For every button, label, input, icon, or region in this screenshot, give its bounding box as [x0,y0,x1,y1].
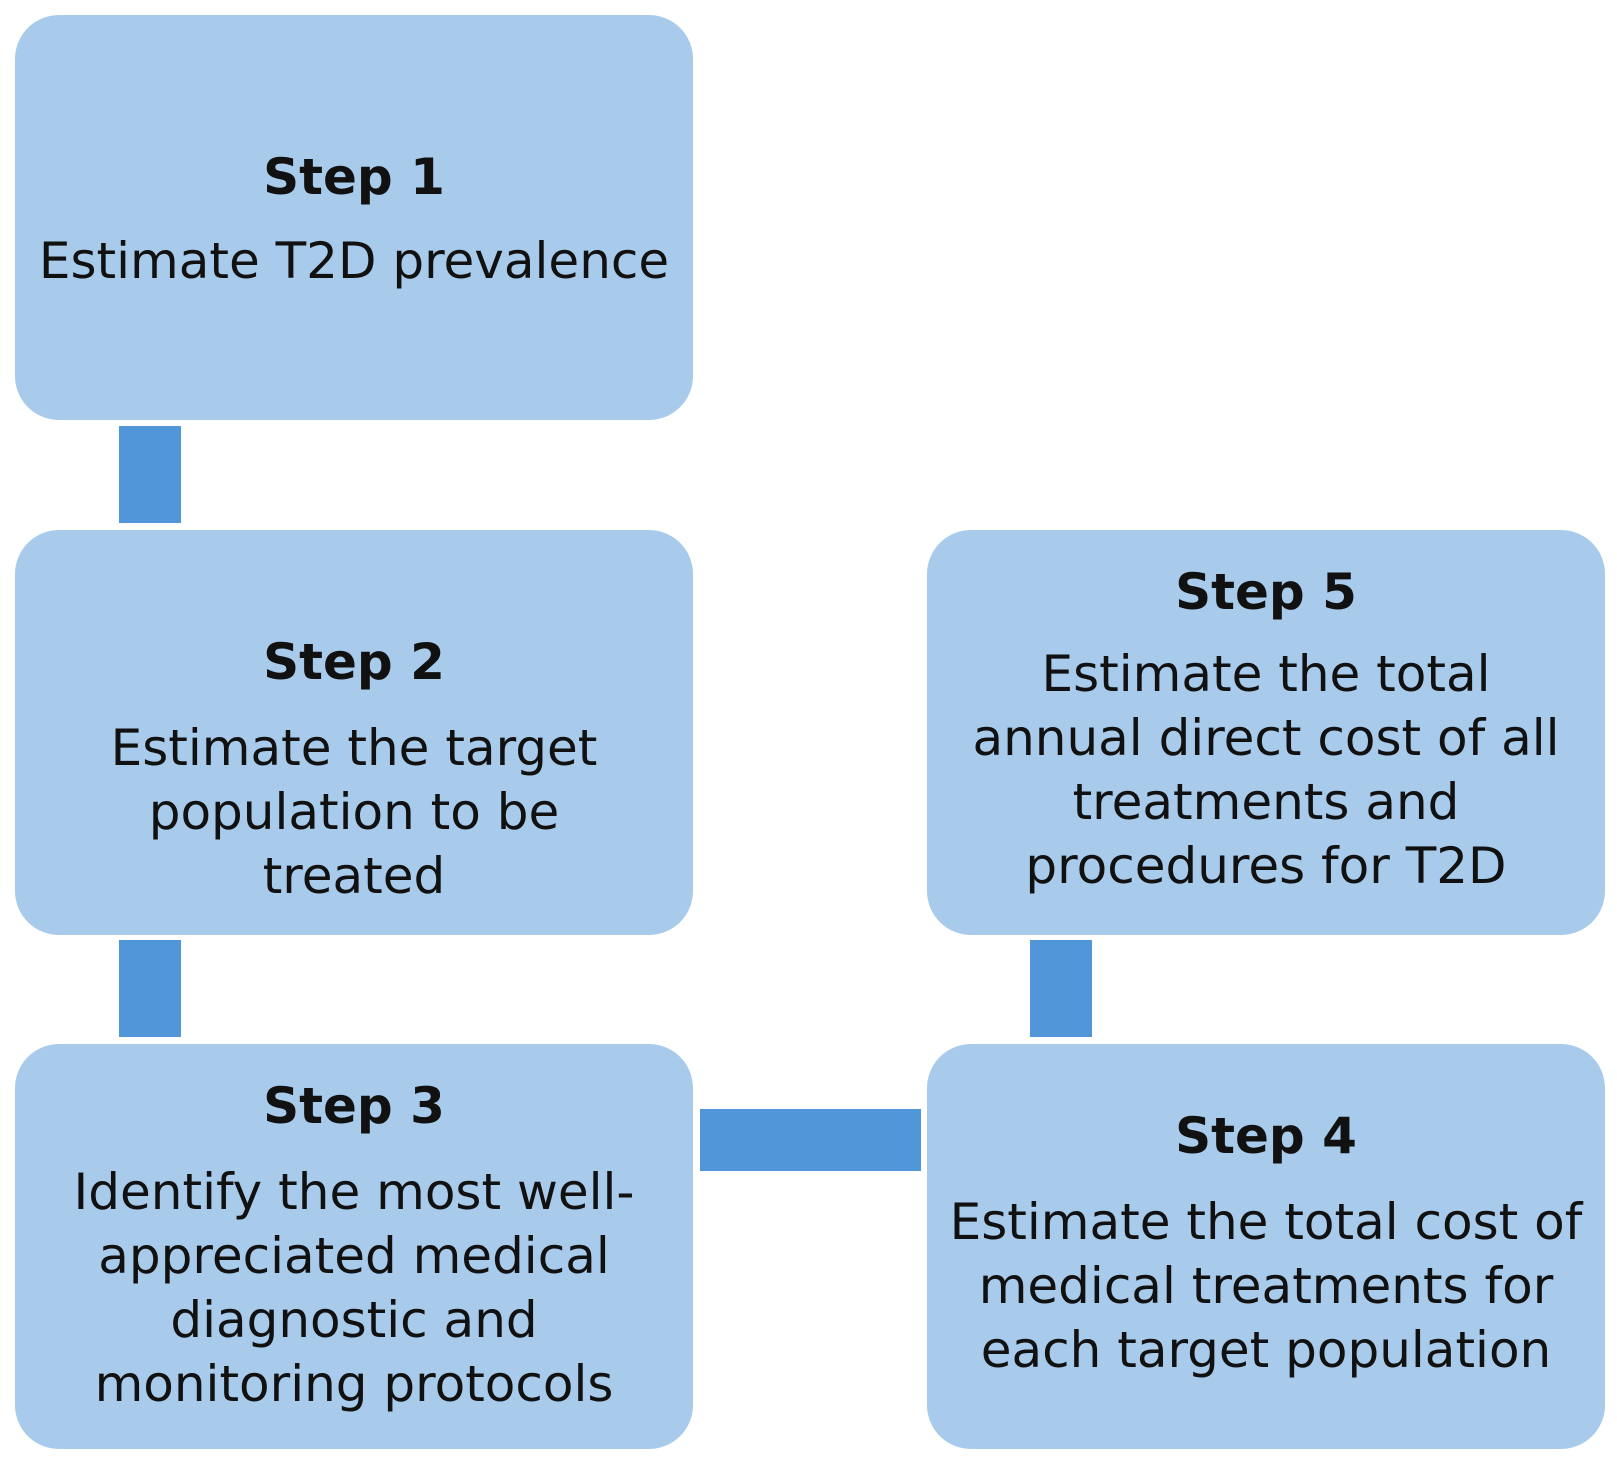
step-5-box: Step 5 Estimate the total annual direct … [927,530,1605,935]
connector-step4-step5 [1030,940,1092,1037]
step-1-title: Step 1 [263,148,445,206]
step-4-box: Step 4 Estimate the total cost of medica… [927,1044,1605,1449]
connector-step3-step4 [700,1109,921,1171]
step-5-title: Step 5 [1175,563,1357,621]
step-3-box: Step 3 Identify the most well-appreciate… [15,1044,693,1449]
step-2-description: Estimate the target population to be tre… [110,719,598,905]
step-5-description: Estimate the total annual direct cost of… [972,645,1560,895]
step-4-title: Step 4 [1175,1107,1357,1165]
step-3-description: Identify the most well-appreciated medic… [73,1163,635,1413]
step-2-title: Step 2 [263,633,445,691]
connector-step1-step2 [119,426,181,523]
step-1-box: Step 1 Estimate T2D prevalence [15,15,693,420]
step-1-description: Estimate T2D prevalence [38,232,670,290]
step-2-box: Step 2 Estimate the target population to… [15,530,693,935]
step-4-description: Estimate the total cost of medical treat… [949,1193,1583,1379]
step-3-title: Step 3 [263,1077,445,1135]
connector-step2-step3 [119,940,181,1037]
